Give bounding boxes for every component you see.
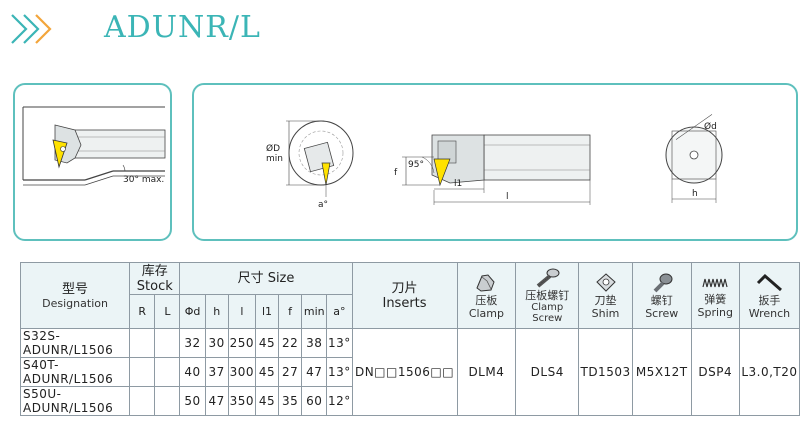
row-d: 32 [179,328,206,358]
clamp-cell: DLM4 [456,328,517,416]
tool-dimension-drawing: ØD min a° f 95° l1 l Ød h [266,114,723,210]
col-wrench: 扳手 Wrench [738,262,801,329]
col-stock-l: L [154,294,181,329]
row-stock-l [154,328,181,358]
table-row: S40T-ADUNR/L1506 40 37 300 45 27 47 13° [19,357,800,387]
row-designation: S32S-ADUNR/L1506 [19,328,131,358]
dimension-drawing-panel: ØD min a° f 95° l1 l Ød h [192,83,798,241]
row-l: 250 [227,328,257,358]
row-l1: 45 [254,386,280,416]
double-chevron-icon [11,14,52,44]
row-l: 350 [227,386,257,416]
col-screw: 螺钉 Screw [631,262,692,329]
row-d: 50 [179,386,206,416]
dim-diameter-label: ØD [266,143,280,154]
row-a: 12° [326,386,353,416]
col-inserts: 刀片 Inserts [351,262,458,329]
col-size-d: Φd [179,294,206,329]
dim-diameter-min-label: min [266,154,283,164]
application-drawing-panel: 30° max. [13,83,172,241]
col-size-l1: l1 [254,294,280,329]
row-a: 13° [326,328,353,358]
screw-icon [653,273,673,292]
boring-application-drawing: 30° max. [22,106,166,186]
col-size: 尺寸 Size [179,262,353,295]
row-d: 40 [179,357,206,387]
col-stock-r: R [129,294,156,329]
row-min: 47 [301,357,328,387]
shim-cell: TD1503 [578,328,633,416]
row-l: 300 [227,357,257,387]
row-h: 30 [204,328,229,358]
angle-label: 30° max. [123,175,164,185]
insert-cell: DN□□1506□□ [351,328,458,416]
row-h: 37 [204,357,229,387]
screw-cell: M5X12T [631,328,692,416]
row-l1: 45 [254,328,280,358]
col-stock: 库存 Stock [129,262,181,295]
col-size-l: l [227,294,257,329]
wrench-icon [757,273,783,291]
dim-l-label: l [506,192,509,202]
dim-d-label: Ød [704,121,717,132]
dim-f-label: f [394,168,398,178]
row-stock-l [154,386,181,416]
col-clamp: 压板 Clamp [456,262,517,329]
spring-icon [702,278,728,287]
row-designation: S40T-ADUNR/L1506 [19,357,131,387]
row-min: 60 [301,386,328,416]
dim-l1-label: l1 [454,179,462,189]
spring-cell: DSP4 [690,328,740,416]
row-a: 13° [326,357,353,387]
row-min: 38 [301,328,328,358]
row-h: 47 [204,386,229,416]
row-f: 22 [278,328,303,358]
col-spring: 弹簧 Spring [690,262,740,329]
spec-table: 型号 Designation 库存 Stock 尺寸 Size 刀片 Inser… [19,262,801,416]
row-stock-r [129,357,156,387]
page-header: ADUNR/L [0,0,810,60]
page-title: ADUNR/L [104,10,261,45]
row-stock-r [129,386,156,416]
row-f: 27 [278,357,303,387]
col-clamp-screw: 压板螺钉 Clamp Screw [515,262,580,329]
col-size-f: f [278,294,303,329]
dim-angle-a-label: a° [318,200,328,210]
dim-h-label: h [692,189,698,199]
col-shim: 刀垫 Shim [578,262,633,329]
clamp-screw-icon [536,268,560,288]
dim-95-label: 95° [408,160,424,170]
wrench-cell: L3.0,T20 [738,328,801,416]
col-designation: 型号 Designation [19,262,131,329]
row-designation: S50U-ADUNR/L1506 [19,386,131,416]
row-stock-l [154,357,181,387]
clamp-screw-cell: DLS4 [515,328,580,416]
col-size-min: min [301,294,328,329]
row-stock-r [129,328,156,358]
row-f: 35 [278,386,303,416]
col-size-a: a° [326,294,353,329]
table-row: S32S-ADUNR/L1506 32 30 250 45 22 38 13° … [19,328,801,416]
clamp-icon [476,273,495,292]
row-l1: 45 [254,357,280,387]
table-row: S50U-ADUNR/L1506 50 47 350 45 35 60 12° [19,386,800,416]
col-size-h: h [204,294,229,329]
shim-icon [595,272,616,292]
